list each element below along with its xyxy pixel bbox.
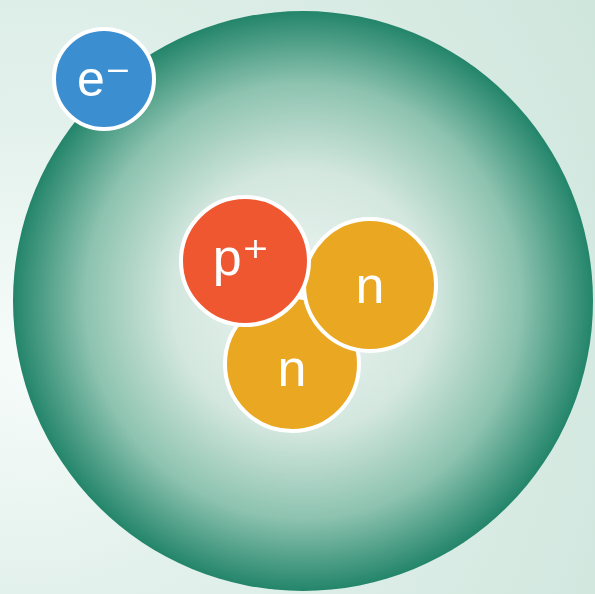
neutron-particle: n	[302, 217, 438, 353]
particle-symbol: e⁻	[77, 54, 131, 104]
particle-circle	[225, 297, 359, 431]
proton-particle: p⁺	[179, 195, 311, 327]
particle-circle	[181, 197, 309, 325]
electron-particle: e⁻	[52, 27, 156, 131]
particle-symbol: n	[278, 342, 307, 394]
particle-circle	[54, 29, 154, 129]
particle-symbol: p⁺	[213, 231, 269, 283]
particle-circle	[304, 219, 436, 351]
electron-cloud	[13, 11, 593, 591]
particle-symbol: n	[356, 259, 385, 311]
